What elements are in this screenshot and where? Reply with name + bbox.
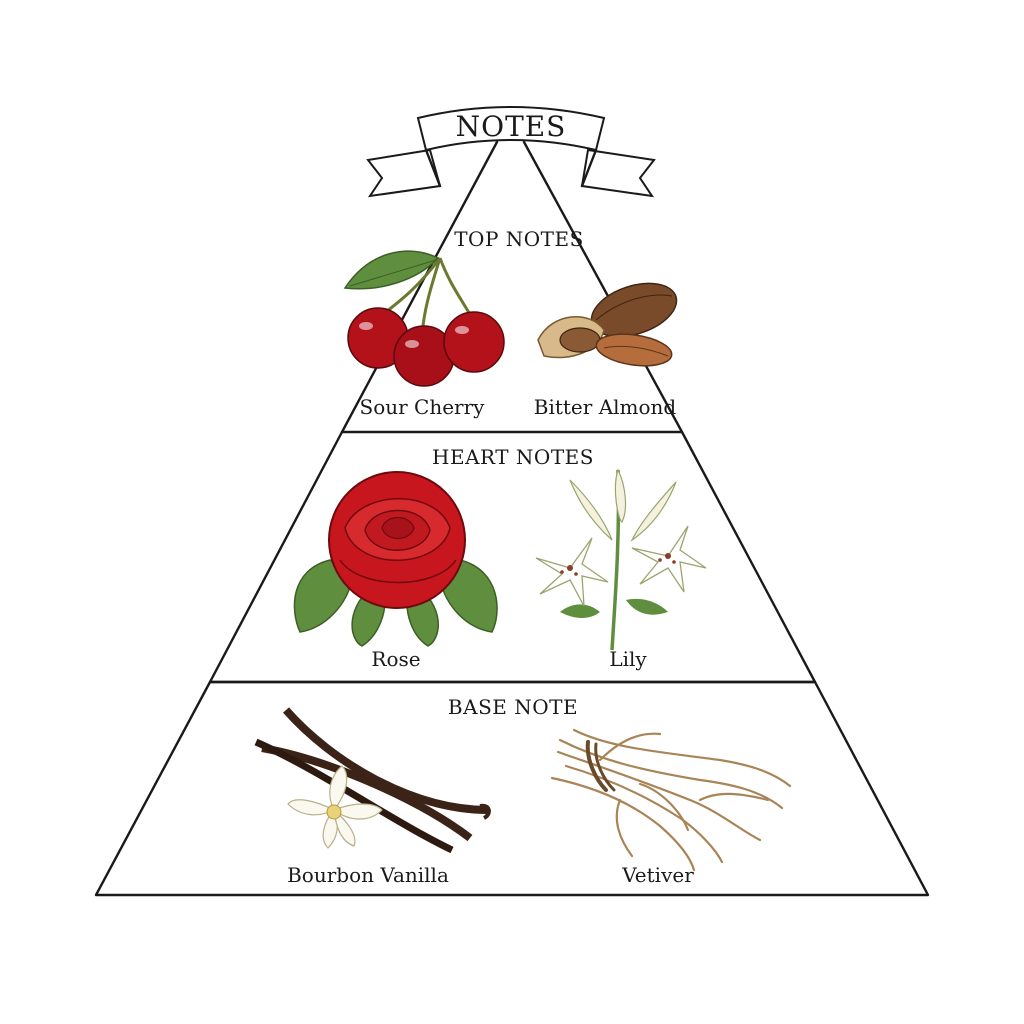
note-label-sour-cherry: Sour Cherry	[360, 395, 486, 419]
banner-right-tail	[580, 148, 656, 198]
banner-folds	[424, 148, 598, 188]
heart-tier-trapezoid	[208, 430, 817, 684]
note-label-bourbon-vanilla: Bourbon Vanilla	[287, 863, 449, 887]
top-notes-title: TOP NOTES	[454, 227, 584, 251]
cherry-icon	[343, 250, 505, 387]
lily-icon	[535, 468, 707, 651]
pyramid-outline	[94, 140, 930, 897]
almond-icon	[537, 282, 678, 367]
vanilla-icon	[254, 707, 491, 854]
note-label-vetiver: Vetiver	[621, 863, 694, 887]
banner-title: NOTES	[456, 110, 567, 143]
base-note-title: BASE NOTE	[448, 695, 578, 719]
heart-notes-title: HEART NOTES	[432, 445, 594, 469]
pyramid-right-edge-top	[522, 140, 684, 434]
notes-banner: NOTES	[366, 106, 656, 198]
note-label-lily: Lily	[609, 647, 647, 671]
note-label-rose: Rose	[371, 647, 420, 671]
base-tier-trapezoid	[94, 680, 930, 897]
pyramid-left-edge-top	[340, 140, 499, 434]
note-label-bitter-almond: Bitter Almond	[534, 395, 677, 419]
rose-icon	[293, 471, 498, 647]
vetiver-icon	[550, 728, 792, 872]
